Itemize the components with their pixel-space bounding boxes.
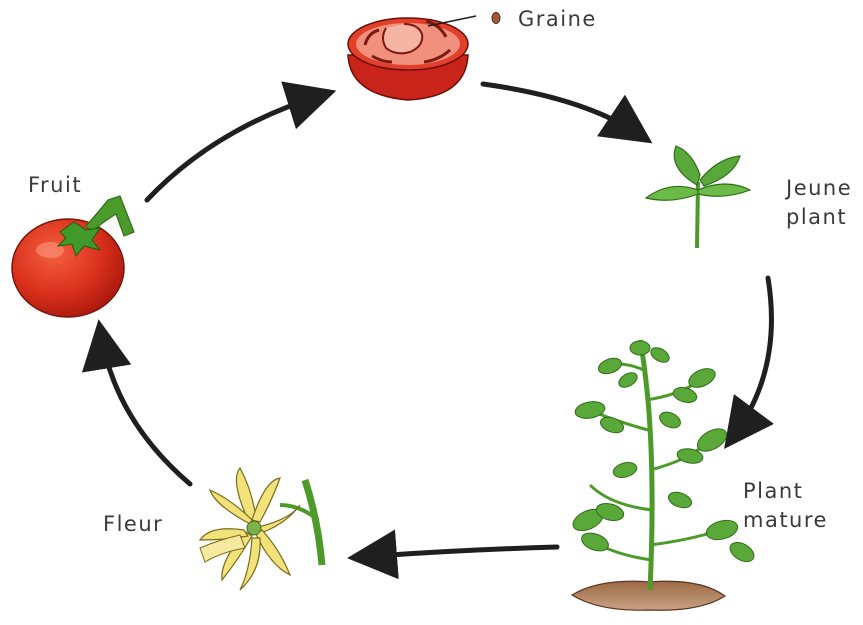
seedling-icon [646, 146, 750, 248]
label-fleur: Fleur [103, 510, 163, 539]
seed-icon [492, 13, 500, 24]
mature-plant-icon [570, 340, 758, 610]
arrow-mature-to-fleur [362, 547, 557, 557]
label-fruit: Fruit [28, 171, 82, 200]
label-jeune-plant-line1: Jeune [786, 174, 852, 203]
arrow-fruit-to-graine [147, 95, 322, 200]
tomato-fruit-icon [12, 196, 134, 317]
label-jeune-plant: Jeune plant [786, 174, 852, 232]
cycle-arrows [101, 84, 771, 557]
arrow-fleur-to-fruit [101, 334, 190, 484]
arrow-jeune-plant-to-mature [733, 278, 771, 437]
tomato-half-icon [348, 16, 476, 100]
label-plant-mature: Plant mature [743, 477, 828, 535]
label-graine: Graine [518, 5, 597, 34]
label-jeune-plant-line2: plant [786, 203, 852, 232]
label-plant-mature-line2: mature [743, 506, 828, 535]
label-plant-mature-line1: Plant [743, 477, 828, 506]
arrow-graine-to-jeune-plant [483, 84, 640, 135]
flower-icon [200, 468, 322, 590]
